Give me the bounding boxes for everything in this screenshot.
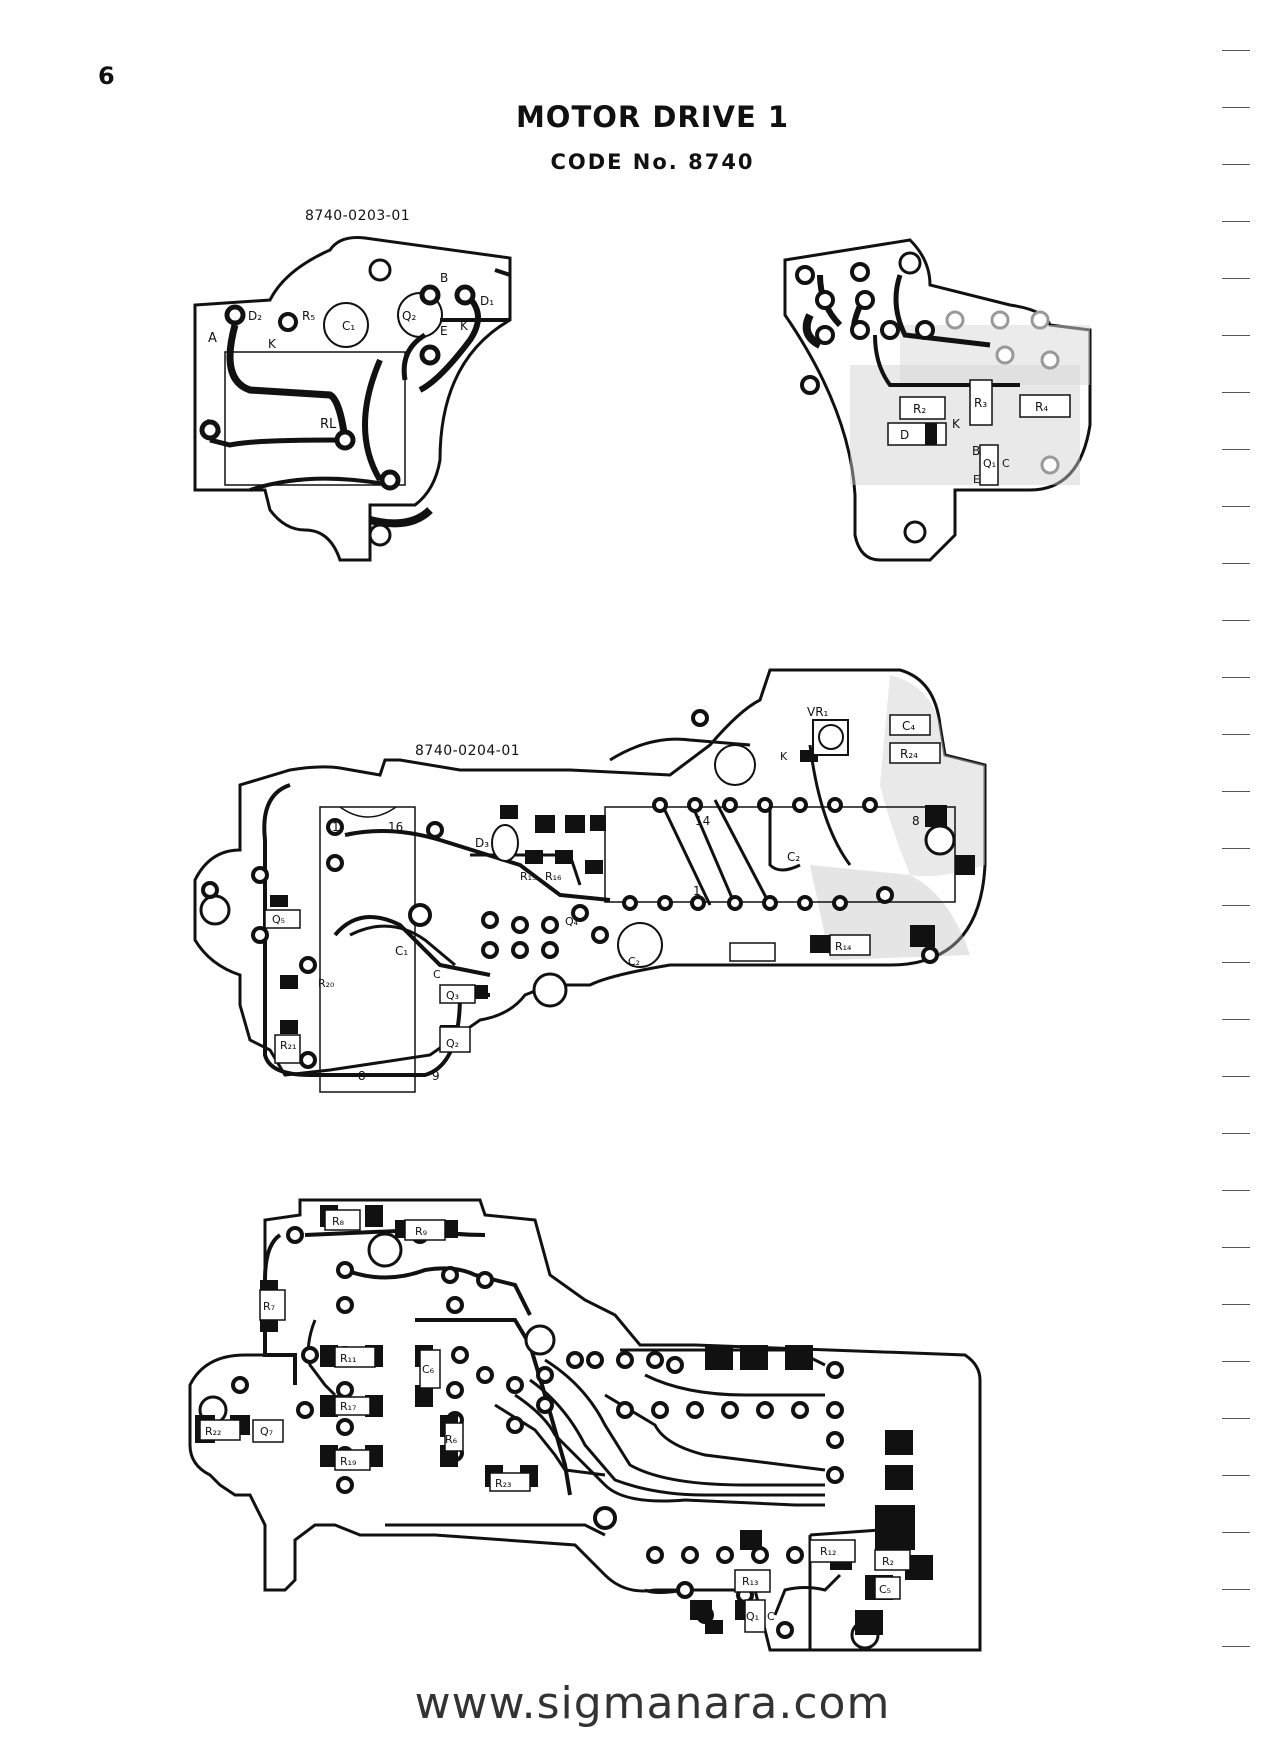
pcb-label: R₂₀ <box>318 977 335 990</box>
pcb-label: VR₁ <box>807 705 829 719</box>
watermark-url: www.sigmanara.com <box>414 1678 891 1729</box>
pcb-label: Q₇ <box>260 1425 273 1438</box>
pcb-label: C₅ <box>879 1583 891 1596</box>
pcb-label: R₇ <box>263 1300 275 1313</box>
pcb-label: C₂ <box>628 955 640 968</box>
pcb-label: R₁₉ <box>340 1455 356 1468</box>
pcb-label: Q₁ <box>746 1610 759 1623</box>
pcb-label: B <box>972 444 980 458</box>
pcb-bottom: R₈ R₉ R₇ R₁₁ C₆ R₁₇ Q₇ R₂₂ R₆ R₂₃ R₁₉ R₁… <box>188 1198 982 1652</box>
pcb-top-left: A D₂ K R₅ C₁ Q₂ B E D₁ K RL <box>193 236 512 562</box>
pcb-label: 16 <box>388 820 403 834</box>
pcb-label: D₃ <box>475 836 489 850</box>
pcb-label: D₁ <box>480 294 494 308</box>
pcb-label: E <box>440 324 448 338</box>
pcb-label: K <box>780 750 788 763</box>
pcb-label: R₁₅ <box>520 870 536 883</box>
pcb-label: R₂₄ <box>900 747 918 761</box>
pcb-label: C₄ <box>902 719 915 733</box>
pcb-label: 8 <box>912 814 920 828</box>
pcb-label: K <box>952 417 961 431</box>
pcb-label: K <box>460 319 469 333</box>
pcb-label: R₁₂ <box>820 1545 836 1558</box>
pcb-label: 9 <box>432 1069 440 1083</box>
pcb-label: C₁ <box>395 944 408 958</box>
binding-ticks <box>1222 40 1252 1690</box>
pcb-label: R₁₃ <box>742 1575 758 1588</box>
page-subtitle: CODE No. 8740 <box>550 150 755 174</box>
pcb-label: R₂₂ <box>205 1425 221 1438</box>
page-title: MOTOR DRIVE 1 <box>515 100 790 134</box>
pcb-label: R₂ <box>882 1555 894 1568</box>
pcb-label: A <box>208 331 217 346</box>
pcb-label: R₃ <box>974 396 987 410</box>
board-middle-code: 8740-0204-01 <box>415 743 521 759</box>
pcb-label: RL <box>320 417 337 432</box>
pcb-label: C₆ <box>422 1363 435 1376</box>
pcb-label: B <box>440 271 448 285</box>
pcb-label: Q₃ <box>446 989 459 1002</box>
pcb-label: R₂₃ <box>495 1477 511 1490</box>
pcb-label: R₆ <box>445 1433 458 1446</box>
pcb-label: R₈ <box>332 1215 345 1228</box>
pcb-label: Q₅ <box>272 913 285 926</box>
pcb-label: D₂ <box>248 309 262 323</box>
pcb-label: R₉ <box>415 1225 427 1238</box>
pcb-label: 1 <box>332 820 340 834</box>
pcb-label: 8 <box>358 1069 366 1083</box>
pcb-label: 1 <box>693 884 701 898</box>
pcb-label: C <box>767 1610 775 1623</box>
pcb-label: 14 <box>695 814 710 828</box>
pcb-label: R₁₄ <box>835 940 852 953</box>
pcb-label: C <box>1002 457 1010 470</box>
pcb-top-right: R₂ R₃ R₄ D K B Q₁ C E <box>783 238 1092 562</box>
pcb-label: D <box>900 428 909 442</box>
pcb-label: R₅ <box>302 309 315 323</box>
pcb-label: R₂₁ <box>280 1039 296 1052</box>
pcb-label: R₁₆ <box>545 870 562 883</box>
pcb-label: Q₁ <box>983 457 996 470</box>
pcb-label: Q₂ <box>402 309 416 323</box>
page-number: 6 <box>98 62 115 90</box>
pcb-label: R₁₇ <box>340 1400 356 1413</box>
pcb-label: C₁ <box>342 319 355 333</box>
pcb-label: R₁₁ <box>340 1352 356 1365</box>
pcb-label: K <box>268 337 277 351</box>
pcb-label: C <box>433 968 441 981</box>
pcb-label: R₂ <box>913 402 926 416</box>
pcb-middle: VR₁ C₄ R₂₄ K 14 8 C₂ 1 1 16 D₃ R₁₅ R₁₆ Q… <box>193 668 987 1093</box>
board-top-left-code: 8740-0203-01 <box>305 208 411 224</box>
pcb-label: C₂ <box>787 850 800 864</box>
pcb-label: Q₄ <box>565 915 579 928</box>
pcb-label: Q₂ <box>446 1037 459 1050</box>
pcb-label: R₄ <box>1035 400 1048 414</box>
pcb-label: E <box>973 473 980 486</box>
